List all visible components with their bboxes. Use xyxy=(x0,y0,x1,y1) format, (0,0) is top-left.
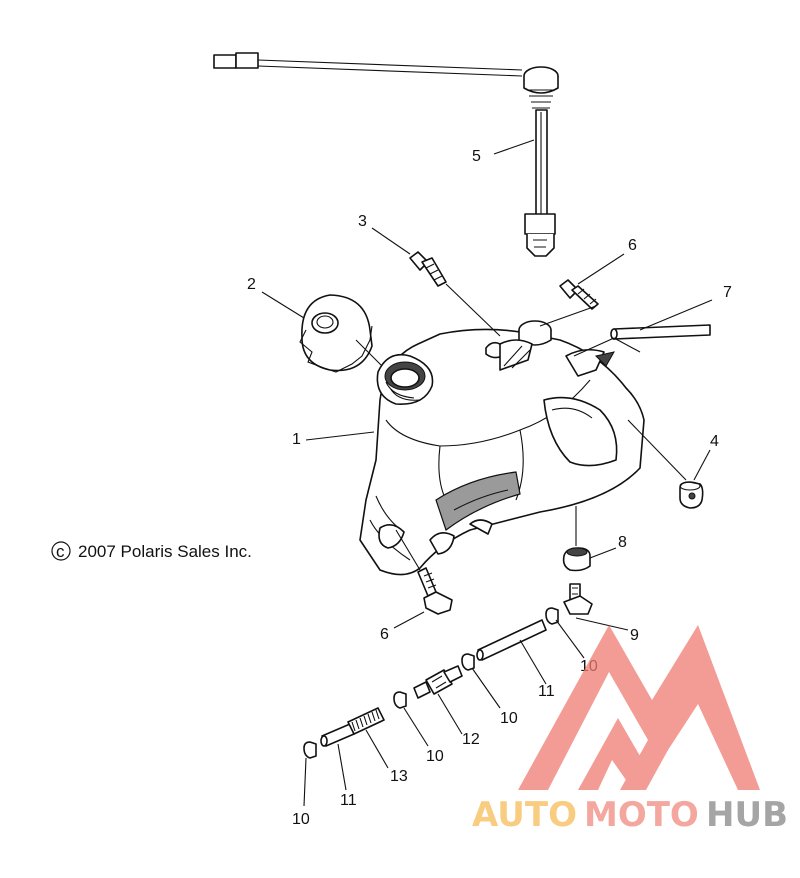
watermark-moto: MOTO xyxy=(584,795,699,835)
callout-9: 9 xyxy=(630,627,639,644)
callout-5: 5 xyxy=(472,148,481,165)
fitting-part-13 xyxy=(347,707,385,735)
fuel-hose-part-11-upper xyxy=(476,619,547,661)
fuel-sender-assembly xyxy=(213,52,559,257)
callout-6-top: 6 xyxy=(628,237,637,254)
callout-8: 8 xyxy=(618,534,627,551)
grommet-part-4 xyxy=(679,481,704,509)
callout-11-upper: 11 xyxy=(538,683,555,700)
callout-11-lower: 11 xyxy=(340,792,357,809)
callout-3: 3 xyxy=(358,213,367,230)
bolt-part-6-bottom xyxy=(417,567,453,615)
copyright-symbol: c xyxy=(56,542,65,561)
callout-1: 1 xyxy=(292,431,301,448)
callout-4: 4 xyxy=(710,433,719,450)
automotohub-watermark: AUTO MOTO HUB xyxy=(472,625,788,835)
callout-10-c: 10 xyxy=(426,748,444,765)
vent-hose-part-7 xyxy=(610,324,711,340)
callout-12: 12 xyxy=(462,731,480,748)
fuel-filter-part-12 xyxy=(413,665,463,699)
callout-10-b: 10 xyxy=(500,710,518,727)
grommet-part-8 xyxy=(562,547,591,572)
bolt-part-3 xyxy=(409,251,447,287)
copyright-notice: c 2007 Polaris Sales Inc. xyxy=(51,541,252,561)
fuel-hose-part-11-lower xyxy=(320,723,355,747)
hose-clamp-part-10-b xyxy=(461,653,475,671)
callout-2: 2 xyxy=(247,276,256,293)
callout-7: 7 xyxy=(723,284,732,301)
triangle-logo-icon xyxy=(518,625,760,790)
copyright-text: 2007 Polaris Sales Inc. xyxy=(78,542,252,561)
watermark-auto: AUTO xyxy=(472,795,577,835)
callout-6-bottom: 6 xyxy=(380,626,389,643)
elbow-fitting-part-9 xyxy=(563,583,593,615)
callout-labels: 5 3 6 7 2 1 4 8 6 9 10 11 10 12 10 13 11… xyxy=(247,148,732,828)
hose-clamp-part-10-c xyxy=(393,691,407,709)
fuel-tank-part-1 xyxy=(359,320,645,576)
hose-clamp-part-10-a xyxy=(545,607,559,625)
callout-13: 13 xyxy=(390,768,408,785)
watermark-hub: HUB xyxy=(706,795,788,835)
bolt-part-6-top xyxy=(559,279,599,310)
leader-lines xyxy=(261,139,713,807)
hose-clamp-part-10-d xyxy=(303,741,317,759)
fuel-cap-part-2 xyxy=(299,294,373,373)
callout-10-d: 10 xyxy=(292,811,310,828)
